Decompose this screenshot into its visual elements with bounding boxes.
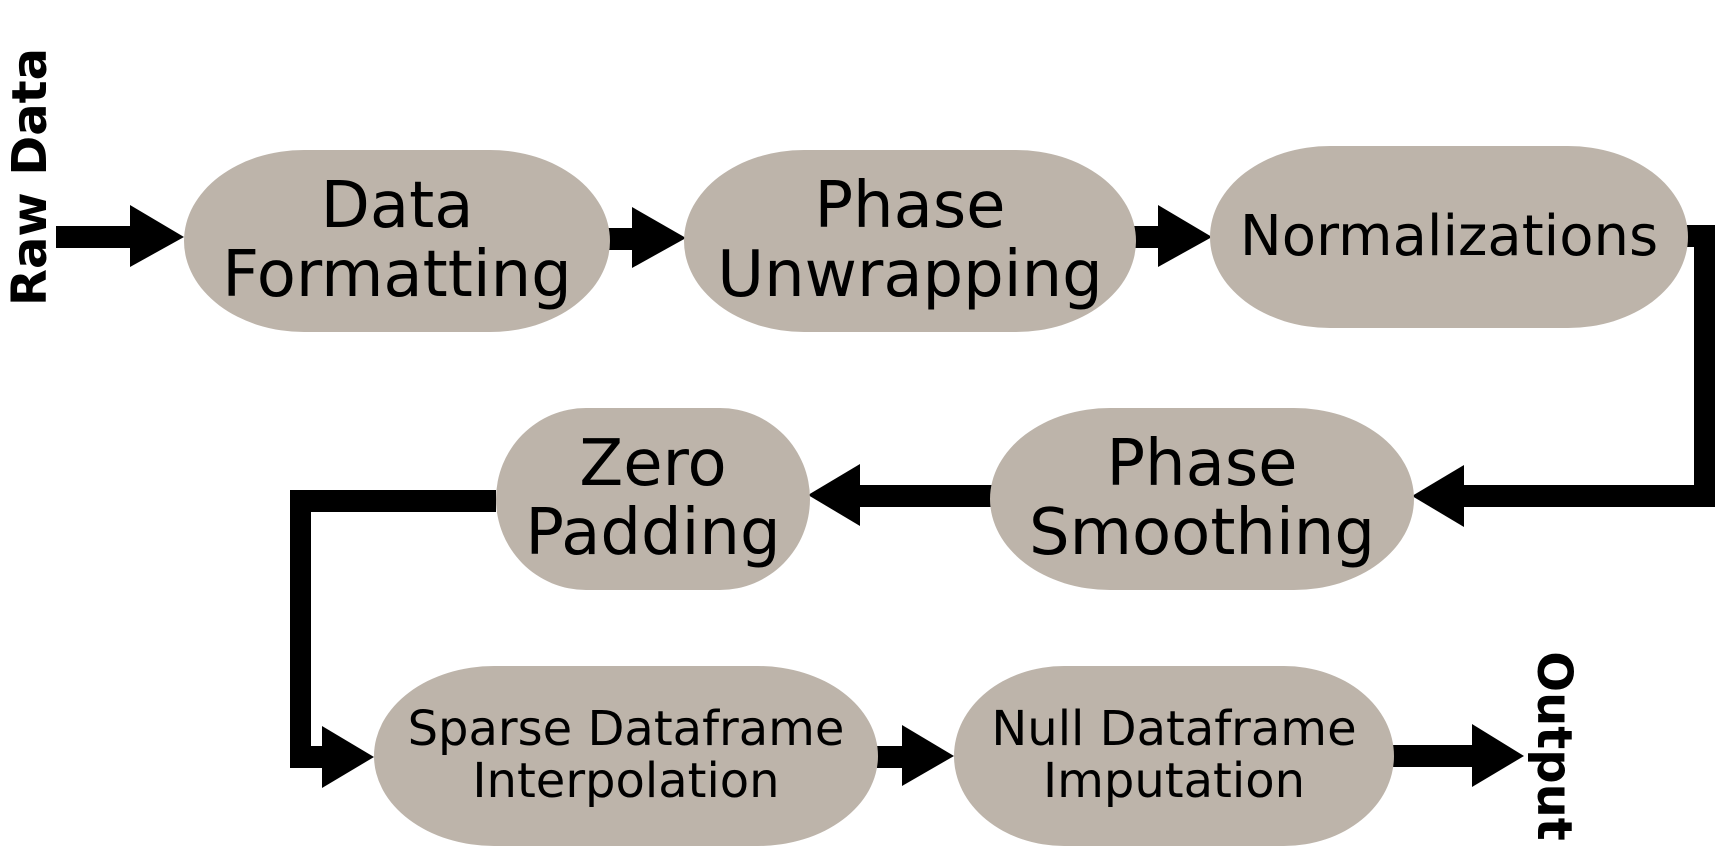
step-line: Padding xyxy=(525,496,781,570)
step-phase-smoothing: Phase Smoothing xyxy=(990,408,1414,590)
step-line: Null Dataframe xyxy=(991,701,1357,758)
output-label: Output xyxy=(1526,646,1582,846)
step-line: Normalizations xyxy=(1239,203,1659,269)
arrow-interpolation-to-imputation xyxy=(874,725,954,786)
step-normalizations: Normalizations xyxy=(1210,146,1688,328)
step-line: Phase xyxy=(1106,426,1298,501)
step-sparse-dataframe-interpolation: Sparse Dataframe Interpolation xyxy=(374,666,878,846)
step-phase-unwrapping: Phase Unwrapping xyxy=(684,150,1136,332)
step-line: Formatting xyxy=(222,238,572,312)
arrow-raw-to-formatting xyxy=(56,205,184,267)
step-line: Imputation xyxy=(1043,753,1305,809)
arrow-unwrapping-to-normalizations xyxy=(1132,205,1212,267)
step-null-dataframe-imputation: Null Dataframe Imputation xyxy=(954,666,1394,846)
step-line: Zero xyxy=(579,426,727,501)
step-line: Smoothing xyxy=(1029,496,1375,570)
arrow-normalizations-to-smoothing xyxy=(1412,225,1715,527)
raw-data-label: Raw Data xyxy=(2,0,58,354)
arrow-smoothing-to-padding xyxy=(808,464,992,526)
step-line: Data xyxy=(320,168,474,243)
step-zero-padding: Zero Padding xyxy=(496,408,810,590)
raw-data-label-text: Raw Data xyxy=(2,48,58,306)
step-line: Sparse Dataframe xyxy=(407,701,845,758)
step-data-formatting: Data Formatting xyxy=(184,150,610,332)
step-line: Phase xyxy=(814,168,1006,243)
arrow-imputation-to-output xyxy=(1390,724,1524,787)
arrow-formatting-to-unwrapping xyxy=(606,207,686,268)
step-line: Interpolation xyxy=(472,753,780,809)
output-label-text: Output xyxy=(1526,651,1582,841)
step-line: Unwrapping xyxy=(717,238,1103,312)
arrow-padding-to-interpolation xyxy=(290,490,496,788)
